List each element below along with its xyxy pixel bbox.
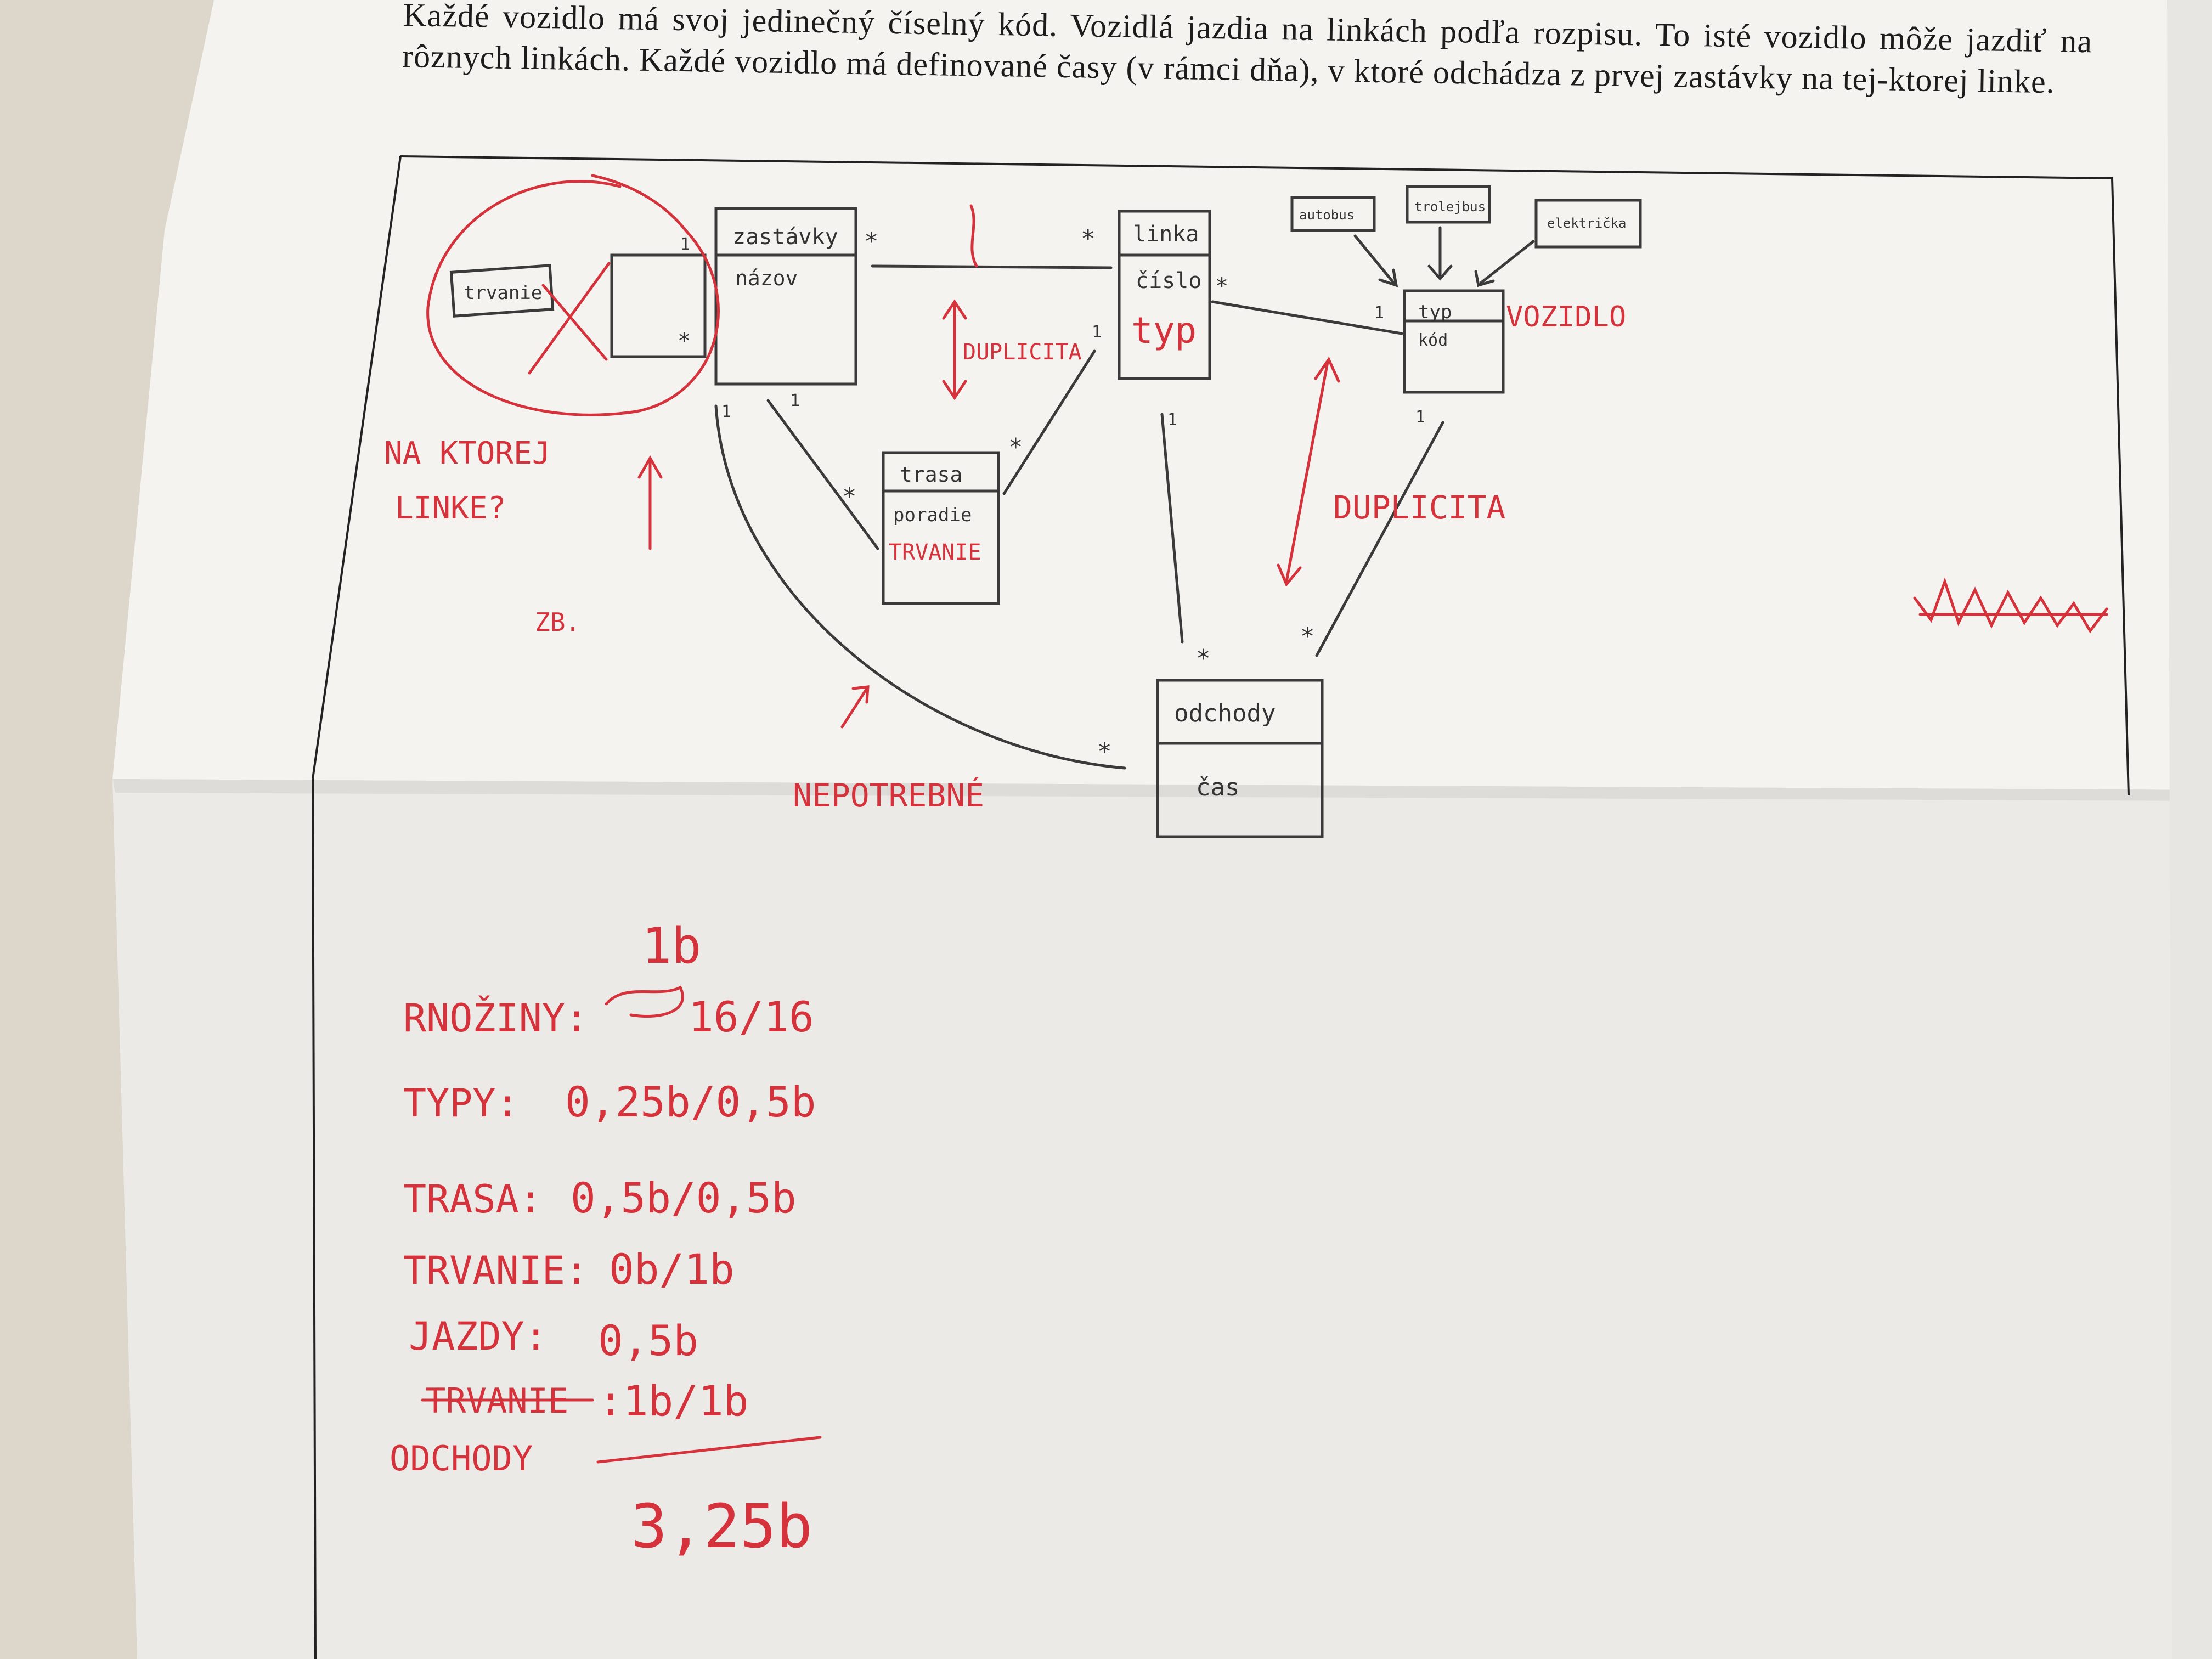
- linka-attr-red: typ: [1131, 309, 1197, 352]
- vozidlo-attr: kód: [1418, 331, 1448, 350]
- mult-many-g: *: [1196, 645, 1211, 673]
- grade-label-1: RNOŽINY:: [403, 996, 588, 1041]
- grade-label-4: TRVANIE:: [403, 1248, 588, 1293]
- grade-value-6: :1b/1b: [598, 1376, 749, 1425]
- mult-1-g: 1: [1415, 408, 1425, 427]
- grading-list: RNOŽINY: 16/16 TYPY: 0,25b/0,5b TRASA: 0…: [390, 992, 816, 1561]
- mult-many-f: *: [1008, 433, 1023, 461]
- ann-nepotrebne: NEPOTREBNÉ: [793, 776, 984, 814]
- linka-name: linka: [1133, 222, 1199, 247]
- zastavky-name: zastávky: [732, 224, 838, 250]
- mult-many-i: *: [1097, 738, 1112, 766]
- grade-value-4: 0b/1b: [609, 1245, 735, 1294]
- subtype-trolejbus: trolejbus: [1414, 199, 1486, 215]
- linka-attr: číslo: [1136, 268, 1201, 294]
- trvanie-label: trvanie: [464, 282, 542, 304]
- grade-value-3: 0,5b/0,5b: [571, 1173, 797, 1222]
- grade-total: 3,25b: [631, 1491, 812, 1561]
- mult-1-f: 1: [1167, 410, 1177, 430]
- grade-label-3: TRASA:: [403, 1177, 542, 1222]
- subtype-elektricka: električka: [1547, 216, 1627, 231]
- mult-1-c: 1: [1374, 303, 1384, 323]
- mult-many-b: *: [864, 228, 879, 256]
- grade-label-2: TYPY:: [403, 1081, 519, 1126]
- odchody-name: odchody: [1174, 699, 1276, 727]
- trasa-name: trasa: [900, 462, 962, 487]
- grade-label-6: TRVANIE: [425, 1381, 568, 1421]
- zastavky-attr: názov: [735, 266, 798, 290]
- grade-above: 1b: [642, 917, 701, 975]
- grade-value-2: 0,25b/0,5b: [565, 1077, 816, 1126]
- mult-many-e: *: [842, 483, 857, 511]
- grade-label-5: JAZDY:: [409, 1314, 548, 1359]
- mult-1-d: 1: [721, 402, 731, 421]
- ann-na-ktorej-1: NA KTOREJ: [384, 436, 550, 471]
- grade-value-5: 0,5b: [598, 1316, 698, 1365]
- mult-many-d: *: [1215, 274, 1228, 299]
- grade-value-1: 16/16: [689, 992, 814, 1041]
- grade-label-7: ODCHODY: [390, 1438, 533, 1479]
- vozidlo-name: typ: [1418, 301, 1452, 323]
- mult-many-h: *: [1300, 623, 1315, 651]
- ann-duplicita-2: DUPLICITA: [1333, 489, 1505, 526]
- mult-many-c: *: [1081, 225, 1096, 253]
- vozidlo-label-red: VOZIDLO: [1506, 301, 1626, 334]
- mult-1-a: 1: [680, 235, 690, 254]
- ann-na-ktorej-2: LINKE?: [395, 490, 506, 526]
- ann-duplicita-1: DUPLICITA: [963, 340, 1082, 365]
- subtype-autobus: autobus: [1299, 207, 1355, 223]
- trasa-attr-red: TRVANIE: [889, 540, 981, 565]
- ann-zb: ZB.: [535, 607, 580, 637]
- mult-many-a: *: [678, 329, 691, 354]
- trasa-attr: poradie: [893, 504, 972, 526]
- odchody-attr: čas: [1196, 774, 1239, 802]
- mult-1-e: 1: [790, 391, 800, 410]
- mult-1-b: 1: [1092, 323, 1102, 342]
